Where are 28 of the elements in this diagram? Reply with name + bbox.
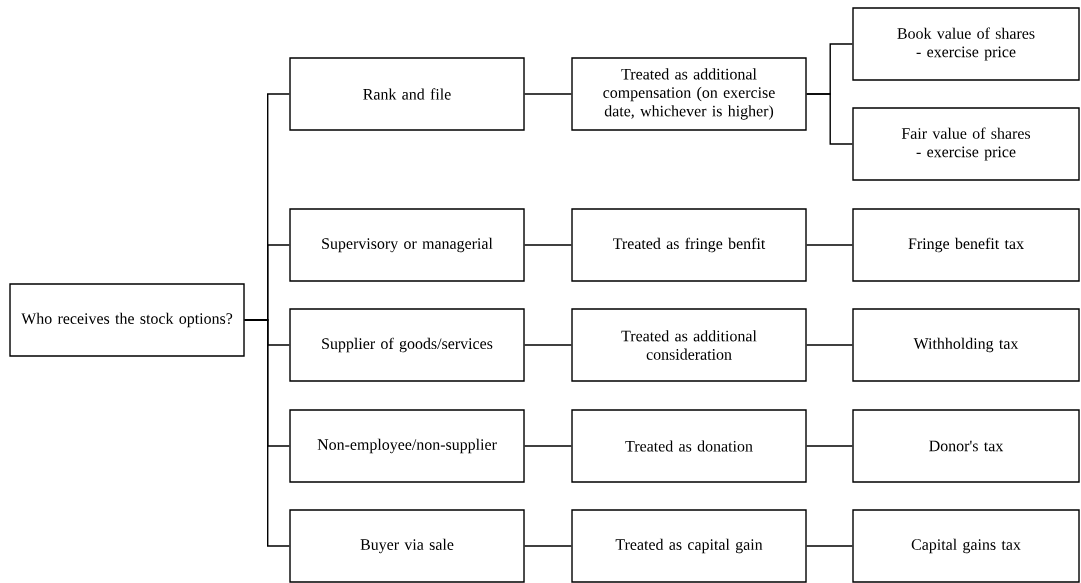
box: Fringe benefit tax — [852, 208, 1080, 282]
connector — [524, 545, 572, 547]
box: Treated as additional compensation (on exercise date, whichever is higher) — [571, 57, 807, 131]
box: Treated as fringe benfit — [571, 208, 807, 282]
connector — [806, 545, 853, 547]
connector — [524, 93, 572, 95]
connector — [806, 445, 853, 447]
box: Supplier of goods/services — [289, 308, 525, 382]
box: Treated as capital gain — [571, 509, 807, 583]
connector — [806, 93, 853, 145]
box: Non-employee/non-supplier — [289, 409, 525, 483]
box: Rank and file — [289, 57, 525, 131]
box: Fair value of shares - exercise price — [852, 107, 1080, 181]
connector — [524, 344, 572, 346]
box: Buyer via sale — [289, 509, 525, 583]
box: Book value of shares - exercise price — [852, 7, 1080, 81]
connector — [244, 319, 290, 547]
box: Treated as donation — [571, 409, 807, 483]
box: Treated as additional consideration — [571, 308, 807, 382]
connector — [524, 445, 572, 447]
box: Supervisory or managerial — [289, 208, 525, 282]
box: Withholding tax — [852, 308, 1080, 382]
box: Who receives the stock options? — [9, 283, 245, 357]
box: Donor's tax — [852, 409, 1080, 483]
connector — [524, 244, 572, 246]
connector — [806, 244, 853, 246]
connector — [806, 344, 853, 346]
box: Capital gains tax — [852, 509, 1080, 583]
